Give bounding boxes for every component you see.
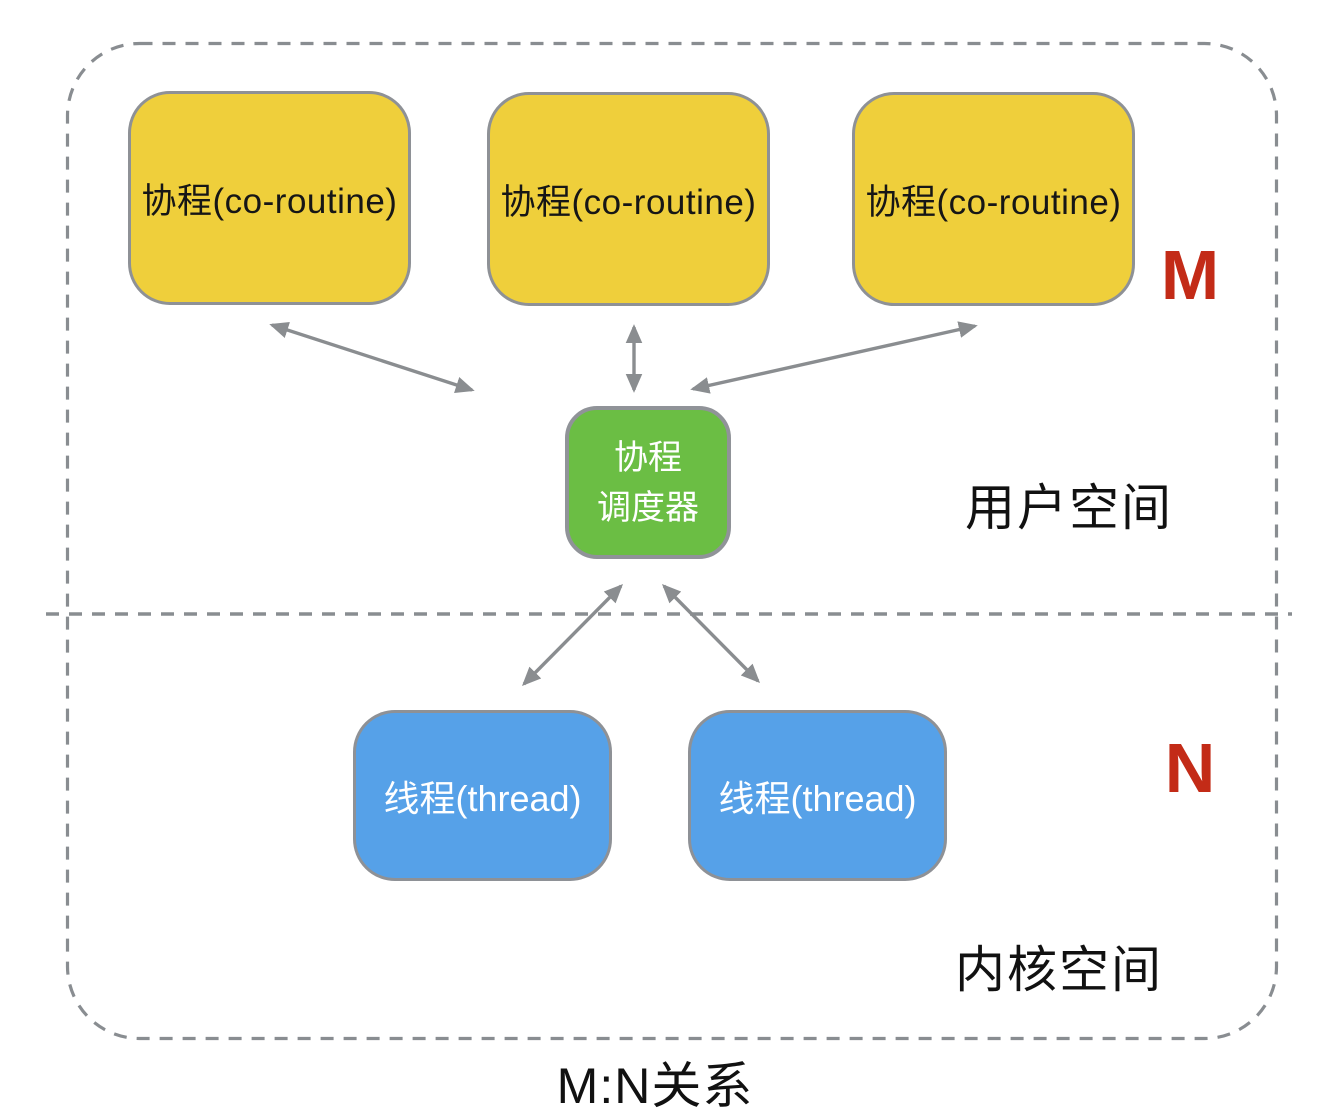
- arrow-coroutine3-scheduler: [690, 321, 978, 394]
- scheduler-label-line1: 协程: [614, 438, 682, 477]
- arrow-scheduler-thread2: [661, 583, 761, 684]
- coroutine-box-1-label: 协程(co-routine): [141, 181, 398, 221]
- coroutine-scheduler-box: 协程 调度器: [565, 406, 731, 559]
- arrow-scheduler-thread1: [521, 583, 624, 687]
- coroutine-box-3-label: 协程(co-routine): [865, 182, 1122, 222]
- thread-box-2-label: 线程(thread): [718, 777, 917, 819]
- kernel-space-label: 内核空间: [955, 942, 1163, 998]
- thread-box-1-label: 线程(thread): [383, 777, 582, 819]
- n-count-label: N: [1164, 729, 1216, 807]
- coroutine-box-2-label: 协程(co-routine): [500, 182, 757, 222]
- m-count-label: M: [1160, 236, 1220, 314]
- diagram-caption: M:N关系: [556, 1058, 754, 1112]
- coroutine-box-2: 协程(co-routine): [487, 92, 770, 306]
- scheduler-label-line2: 调度器: [597, 488, 699, 527]
- arrow-coroutine1-scheduler: [269, 322, 475, 393]
- thread-box-1: 线程(thread): [353, 710, 612, 881]
- user-space-label: 用户空间: [965, 480, 1173, 536]
- thread-box-2: 线程(thread): [688, 710, 947, 881]
- coroutine-box-3: 协程(co-routine): [852, 92, 1135, 306]
- coroutine-box-1: 协程(co-routine): [128, 91, 411, 305]
